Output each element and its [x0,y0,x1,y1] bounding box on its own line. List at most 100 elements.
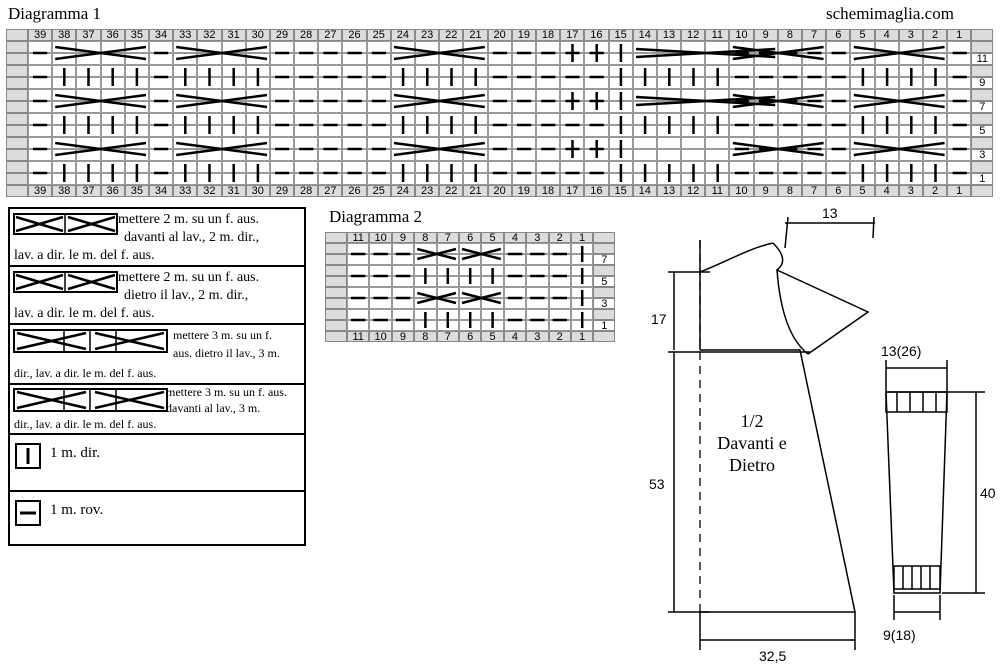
d1-row-edge [6,89,28,101]
d2-col-number: 4 [503,232,527,244]
d2-row-edge [325,243,347,254]
sleeve-outline [885,391,948,594]
d1-col-number: 33 [173,185,198,197]
legend-item-purl: 1 m. rov. [10,492,304,544]
d1-col-number: 6 [826,29,851,41]
d1-col-number: 22 [439,185,464,197]
d2-col-number: 10 [369,232,392,244]
d1-col-number: 26 [342,29,367,41]
d2-col-number: 4 [503,331,527,343]
d1-col-number: 25 [366,29,391,41]
cable-4-front-icon [13,213,118,235]
d2-col-number: 9 [391,232,415,244]
d1-col-number: 37 [76,29,101,41]
d1-row-number: 9 [971,77,994,89]
neckline [699,242,774,273]
diagram1-title: Diagramma 1 [8,4,101,23]
d2-row-edge [325,309,347,320]
d1-col-number: 26 [342,185,367,197]
d1-col-number: 28 [294,29,319,41]
d1-col-number: 4 [874,185,899,197]
d2-col-number: 1 [570,232,594,244]
d1-col-number: 33 [173,29,198,41]
dim-armhole: 17 [651,311,667,327]
d1-row-number: 7 [971,101,994,113]
d1-grid-cell [656,149,682,161]
d1-col-number: 11 [705,185,730,197]
cable-symbol [55,45,147,61]
d1-col-number: 30 [245,29,270,41]
d1-corner [6,185,28,197]
d1-grid-cell [656,137,682,149]
cable-symbol [461,247,502,261]
cable-symbol [55,141,147,157]
d1-col-number: 4 [874,29,899,41]
d1-col-number: 16 [584,185,609,197]
d1-col-number: 37 [76,185,101,197]
legend-item-c6-front: mettere 3 m. su un f. aus. davanti al la… [10,385,304,435]
d1-col-number: 13 [656,185,682,197]
d1-col-number: 28 [294,185,319,197]
d1-col-number: 32 [197,185,222,197]
legend-item-knit: 1 m. dir. [10,435,304,492]
d1-col-number: 3 [898,29,923,41]
cable-symbol [732,93,824,109]
d2-grid-cell [481,287,504,298]
d2-col-number: 1 [570,331,594,343]
cable-symbol [176,141,268,157]
d2-row-edge [325,254,347,265]
d1-row-number: 3 [971,149,994,161]
d1-col-number: 17 [560,185,585,197]
d1-col-number: 23 [415,185,440,197]
d1-col-number: 5 [850,185,875,197]
d1-row-edge [971,65,994,77]
d1-row-edge [6,77,28,89]
diagram2-title: Diagramma 2 [329,207,422,226]
d1-col-number: 8 [777,185,802,197]
d2-grid-cell [414,287,437,298]
d1-row-edge [971,41,994,53]
dim-body-length: 53 [649,476,665,492]
d1-col-number: 27 [318,185,343,197]
d2-grid-cell [414,298,437,309]
sleeve-cap-outline [772,242,870,355]
body-label: 1/2 Davanti e Dietro [717,411,787,475]
legend-item-c4-front: mettere 2 m. su un f. aus. davanti al la… [10,209,304,267]
d1-col-number: 14 [632,185,657,197]
d1-col-number: 29 [269,29,295,41]
purl-stitch-icon [15,500,41,526]
d1-row-edge [6,161,28,173]
d2-col-number: 6 [458,331,482,343]
d2-col-number: 11 [347,331,370,343]
dim-width: 32,5 [759,648,787,664]
d1-col-number: 15 [608,29,633,41]
d1-col-number: 24 [390,29,415,41]
cable-symbol [732,141,824,157]
cable-4-back-icon [13,271,118,293]
cable-symbol [853,141,945,157]
d2-row-number: 7 [593,254,616,266]
d2-row-number: 3 [593,298,616,310]
d2-grid-cell [458,254,482,265]
d1-col-number: 18 [535,185,561,197]
d1-row-edge [971,113,994,125]
d1-col-number: 12 [681,185,706,197]
d1-col-number: 17 [560,29,585,41]
d1-col-number: 23 [415,29,440,41]
d1-col-number: 36 [100,29,125,41]
d2-grid-cell [414,254,437,265]
d2-grid-cell [436,298,459,309]
cable-symbol [393,45,485,61]
d2-row-edge [325,276,347,287]
d1-col-number: 20 [487,29,512,41]
d2-grid-cell [436,287,459,298]
knit-stitch-icon [15,443,41,469]
d1-row-edge [6,53,28,65]
d2-col-number: 9 [391,331,415,343]
d1-row-edge [6,149,28,161]
d2-col-number: 11 [347,232,370,244]
legend: mettere 2 m. su un f. aus. davanti al la… [8,207,306,546]
d2-grid-cell [436,254,459,265]
body-outline [700,349,856,613]
